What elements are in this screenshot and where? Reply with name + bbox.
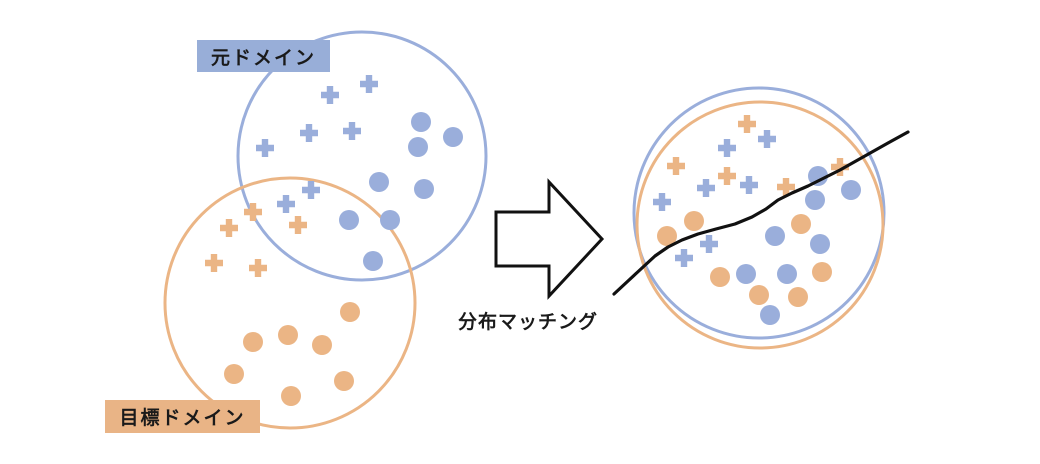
source-plus-sample-icon [758,130,776,148]
aligned-source-domain-boundary [632,86,886,340]
distribution-matching-caption: 分布マッチング [458,311,599,333]
source-dot-sample-icon [414,179,434,199]
after-matching-panel [612,86,910,350]
source-plus-sample-icon [277,195,295,213]
source-plus-sample-icon [302,181,320,199]
source-dot-sample-icon [363,251,383,271]
target-dot-sample-icon [788,287,808,307]
target-dot-sample-icon [278,325,298,345]
source-dot-sample-icon [808,166,828,186]
source-plus-sample-icon [360,75,378,93]
target-dot-sample-icon [657,226,677,246]
target-dot-sample-icon [334,371,354,391]
target-plus-sample-icon [220,219,238,237]
source-dot-sample-icon [810,234,830,254]
source-dot-sample-icon [339,210,359,230]
aligned-target-domain-boundary [635,100,885,350]
right-arrow-icon [494,178,605,300]
source-domain-boundary [236,30,488,282]
source-dot-sample-icon [736,264,756,284]
source-dot-sample-icon [777,264,797,284]
source-dot-sample-icon [805,190,825,210]
target-plus-sample-icon [289,216,307,234]
source-plus-sample-icon [300,124,318,142]
source-dot-sample-icon [841,180,861,200]
target-dot-sample-icon [749,285,769,305]
target-dot-sample-icon [312,335,332,355]
target-dot-sample-icon [791,214,811,234]
target-dot-sample-icon [710,267,730,287]
source-dot-sample-icon [369,172,389,192]
target-domain-label-text: 目標ドメイン [119,407,246,429]
target-domain-boundary [163,176,417,430]
target-plus-sample-icon [249,259,267,277]
source-plus-sample-icon [718,139,736,157]
target-domain-label: 目標ドメイン [105,400,260,433]
target-plus-sample-icon [205,254,223,272]
source-plus-sample-icon [697,179,715,197]
target-plus-sample-icon [738,115,756,133]
target-dot-sample-icon [684,211,704,231]
target-dot-sample-icon [243,332,263,352]
source-dot-sample-icon [380,210,400,230]
target-dot-sample-icon [340,302,360,322]
source-dot-sample-icon [765,226,785,246]
target-plus-sample-icon [831,158,849,176]
target-dot-sample-icon [224,364,244,384]
before-sample-points [205,75,463,406]
source-dot-sample-icon [408,137,428,157]
source-plus-sample-icon [653,193,671,211]
source-dot-sample-icon [411,112,431,132]
source-plus-sample-icon [343,122,361,140]
source-dot-sample-icon [443,127,463,147]
source-plus-sample-icon [675,249,693,267]
target-plus-sample-icon [667,157,685,175]
source-domain-label: 元ドメイン [197,40,330,72]
after-sample-points [653,115,861,325]
decision-boundary-line [612,130,910,296]
target-plus-sample-icon [244,203,262,221]
before-matching-panel [163,30,488,430]
source-domain-label-text: 元ドメイン [210,46,316,69]
target-plus-sample-icon [718,167,736,185]
source-plus-sample-icon [256,139,274,157]
target-plus-sample-icon [777,178,795,196]
source-plus-sample-icon [700,235,718,253]
source-plus-sample-icon [321,86,339,104]
source-dot-sample-icon [760,305,780,325]
target-dot-sample-icon [281,386,301,406]
target-dot-sample-icon [812,262,832,282]
source-plus-sample-icon [740,176,758,194]
